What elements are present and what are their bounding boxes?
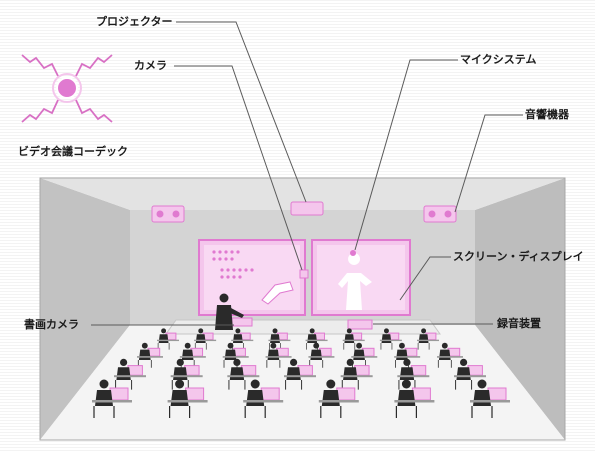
laptop-icon — [336, 387, 356, 401]
screen-right — [311, 239, 411, 316]
audience-member — [170, 358, 203, 390]
audience-member — [167, 379, 208, 418]
left-wall — [40, 178, 130, 440]
laptop-icon — [127, 365, 143, 376]
audience-member — [308, 342, 335, 368]
label-camera: カメラ — [134, 59, 167, 72]
audience-member — [470, 379, 510, 418]
label-mic-system: マイクシステム — [460, 53, 537, 66]
laptop-icon — [109, 387, 129, 401]
leader-projector — [176, 21, 307, 203]
laptop-icon — [467, 365, 483, 376]
label-audio-equipment: 音響機器 — [525, 108, 569, 121]
document-camera-device — [231, 317, 253, 327]
audience-member — [243, 379, 284, 418]
laptop-icon — [260, 387, 280, 401]
camera-device — [299, 269, 309, 279]
leader-audio — [454, 114, 523, 213]
audience-member — [268, 328, 291, 350]
label-screen-display: スクリーン・ディスプレイ — [453, 250, 584, 263]
audience-member — [194, 328, 217, 350]
audience-member — [114, 358, 146, 390]
speaker-right-icon — [423, 205, 457, 223]
stage-platform — [165, 319, 441, 335]
mic-device — [350, 250, 356, 256]
leader-camera — [174, 65, 303, 271]
audience-member — [227, 358, 260, 390]
audience-member — [305, 328, 328, 350]
audience-member — [397, 358, 430, 390]
laptop-icon — [411, 387, 431, 401]
audience-member — [454, 358, 486, 390]
codec-icon — [21, 54, 113, 123]
audience-member — [342, 328, 365, 350]
audience-member — [340, 358, 373, 390]
label-document-camera: 書画カメラ — [24, 318, 79, 331]
audience-member — [394, 379, 435, 418]
audience-member — [92, 379, 132, 418]
audience-member — [318, 379, 359, 418]
leader-lines — [91, 21, 523, 326]
right-wall — [475, 178, 565, 440]
room-outline — [39, 177, 566, 441]
screen-left — [198, 239, 306, 316]
speaker-left-icon — [151, 205, 185, 223]
audience-member — [231, 328, 254, 350]
audience-member — [417, 328, 439, 350]
audience-member — [379, 328, 402, 350]
audience-member — [137, 342, 163, 368]
laptop-icon — [410, 365, 427, 376]
audience — [92, 328, 510, 418]
label-recorder: 録音装置 — [497, 317, 541, 330]
label-projector: プロジェクター — [96, 15, 173, 28]
audience-member — [284, 358, 316, 390]
leader-mic — [354, 59, 458, 251]
leader-screen — [399, 256, 451, 301]
laptop-icon — [487, 387, 507, 401]
laptop-icon — [184, 365, 200, 376]
laptop-icon — [240, 365, 257, 376]
projector-device — [290, 201, 324, 216]
audience-member — [265, 342, 292, 368]
laptop-icon — [354, 365, 370, 376]
audience-member — [437, 342, 463, 368]
floor — [40, 325, 565, 440]
laptop-icon — [185, 387, 205, 401]
presenter-silhouette — [215, 293, 244, 330]
recorder-device — [347, 319, 373, 330]
laptop-icon — [297, 365, 313, 376]
label-video-codec: ビデオ会議コーデック — [18, 145, 128, 158]
